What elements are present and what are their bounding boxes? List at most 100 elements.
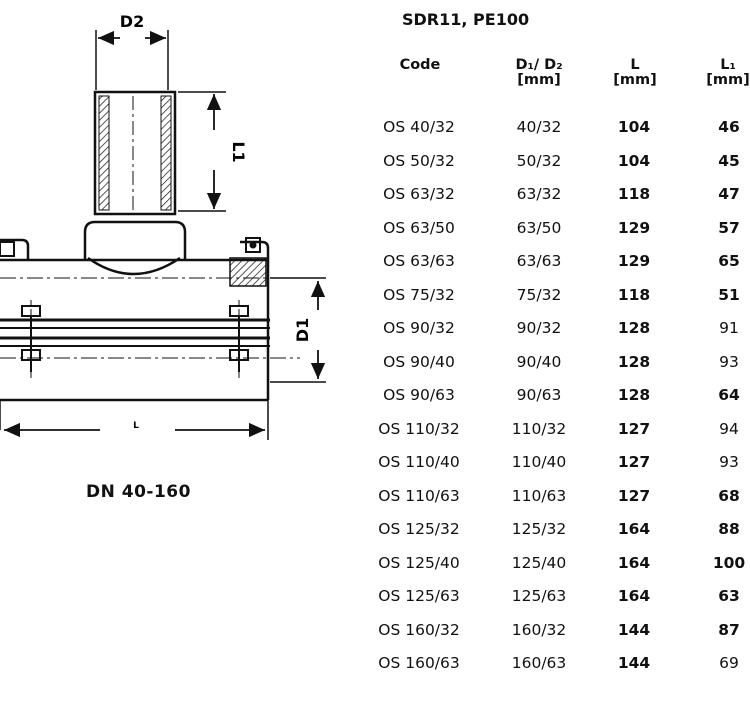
cell-diameter: 125/40: [511, 553, 567, 572]
header-length-label: L: [630, 57, 640, 73]
cell-code: OS 125/63: [378, 587, 460, 605]
cell-length: 144: [617, 654, 651, 672]
cell-length: 164: [617, 553, 651, 572]
table-row: OS 63/50 63/50 129 57: [0, 213, 750, 247]
fitting-technical-drawing: D2 L1 D1 L: [0, 12, 326, 440]
cell-branch-length: 94: [719, 419, 739, 438]
cell-length: 128: [617, 352, 651, 371]
table-row: OS 90/63 90/63 128 64: [0, 380, 750, 414]
cell-branch-length: 91: [719, 319, 739, 337]
table-row: OS 63/63 63/63 129 65: [0, 246, 750, 280]
cell-length: 127: [617, 486, 651, 505]
cell-diameter: 160/63: [511, 654, 567, 672]
cell-code: OS 90/63: [383, 386, 455, 404]
cell-branch-length: 65: [718, 252, 740, 270]
header-branch-length-label: L₁: [720, 57, 736, 73]
table-row: OS 125/40 125/40 164 100: [0, 548, 750, 582]
cell-branch-length: 93: [719, 453, 739, 471]
cell-code: OS 125/32: [378, 520, 460, 538]
cell-length: 129: [617, 252, 651, 270]
table-row: OS 90/32 90/32 128 91: [0, 313, 750, 347]
header-diameter: D₁/ D₂ [mm]: [489, 58, 589, 88]
cell-length: 118: [617, 285, 651, 304]
header-diameter-label: D₁/ D₂: [515, 57, 563, 73]
header-branch-length-unit: [mm]: [706, 72, 750, 88]
table-row: OS 160/32 160/32 144 87: [0, 615, 750, 649]
cell-diameter: 90/32: [516, 319, 562, 337]
cell-diameter: 125/32: [511, 520, 567, 538]
cell-length: 144: [617, 620, 651, 639]
cell-branch-length: 57: [718, 218, 740, 237]
cell-branch-length: 69: [719, 654, 739, 672]
cell-length: 104: [617, 118, 651, 136]
size-range-caption: DN 40-160: [86, 482, 191, 502]
cell-length: 164: [617, 587, 651, 605]
material-spec: SDR11, PE100: [402, 10, 530, 29]
cell-diameter: 50/32: [516, 151, 562, 170]
header-branch-length: L₁ [mm]: [678, 58, 750, 88]
table-row: OS 75/32 75/32 118 51: [0, 280, 750, 314]
cell-diameter: 110/32: [511, 419, 567, 438]
cell-code: OS 50/32: [383, 151, 455, 170]
cell-length: 127: [617, 419, 651, 438]
header-diameter-unit: [mm]: [517, 72, 561, 88]
table-row: OS 110/40 110/40 127 93: [0, 447, 750, 481]
table-row: OS 50/32 50/32 104 45: [0, 146, 750, 180]
cell-diameter: 110/63: [511, 486, 567, 505]
table-row: OS 110/32 110/32 127 94: [0, 414, 750, 448]
cell-branch-length: 64: [718, 386, 740, 404]
cell-length: 128: [617, 319, 651, 337]
cell-diameter: 90/40: [516, 352, 562, 371]
l1-label: L1: [229, 141, 248, 162]
cell-diameter: 63/32: [516, 185, 562, 203]
cell-code: OS 75/32: [383, 285, 455, 304]
header-length: L [mm]: [585, 58, 685, 88]
cell-code: OS 40/32: [383, 118, 455, 136]
cell-diameter: 75/32: [516, 285, 562, 304]
cell-code: OS 110/63: [378, 486, 460, 505]
header-length-unit: [mm]: [613, 72, 657, 88]
header-code: Code: [370, 58, 470, 73]
cell-length: 104: [617, 151, 651, 170]
cell-branch-length: 87: [718, 620, 740, 639]
cell-code: OS 63/50: [383, 218, 455, 237]
cell-length: 127: [617, 453, 651, 471]
d2-label: D2: [120, 12, 144, 31]
cell-diameter: 125/63: [511, 587, 567, 605]
cell-branch-length: 51: [718, 285, 740, 304]
cell-code: OS 63/32: [383, 185, 455, 203]
cell-length: 128: [617, 386, 651, 404]
cell-length: 118: [617, 185, 651, 203]
cell-diameter: 160/32: [511, 620, 567, 639]
cell-code: OS 125/40: [378, 553, 460, 572]
cell-code: OS 90/32: [383, 319, 455, 337]
cell-branch-length: 68: [718, 486, 740, 505]
cell-diameter: 110/40: [511, 453, 567, 471]
cell-diameter: 90/63: [516, 386, 562, 404]
cell-length: 164: [617, 520, 651, 538]
cell-branch-length: 100: [712, 553, 746, 572]
cell-length: 129: [617, 218, 651, 237]
cell-branch-length: 88: [718, 520, 740, 538]
cell-diameter: 63/50: [516, 218, 562, 237]
cell-diameter: 40/32: [516, 118, 562, 136]
cell-branch-length: 45: [718, 151, 740, 170]
cell-code: OS 110/32: [378, 419, 460, 438]
table-row: OS 63/32 63/32 118 47: [0, 179, 750, 213]
table-row: OS 125/63 125/63 164 63: [0, 581, 750, 615]
d1-label: D1: [293, 318, 312, 342]
cell-branch-length: 93: [719, 352, 739, 371]
table-row: OS 125/32 125/32 164 88: [0, 514, 750, 548]
cell-code: OS 90/40: [383, 352, 455, 371]
cell-code: OS 110/40: [378, 453, 460, 471]
header-code-label: Code: [399, 57, 441, 73]
table-row: OS 90/40 90/40 128 93: [0, 347, 750, 381]
cell-code: OS 63/63: [383, 252, 455, 270]
cell-diameter: 63/63: [516, 252, 562, 270]
cell-branch-length: 63: [718, 587, 740, 605]
cell-code: OS 160/32: [378, 620, 460, 639]
cell-branch-length: 47: [718, 185, 740, 203]
